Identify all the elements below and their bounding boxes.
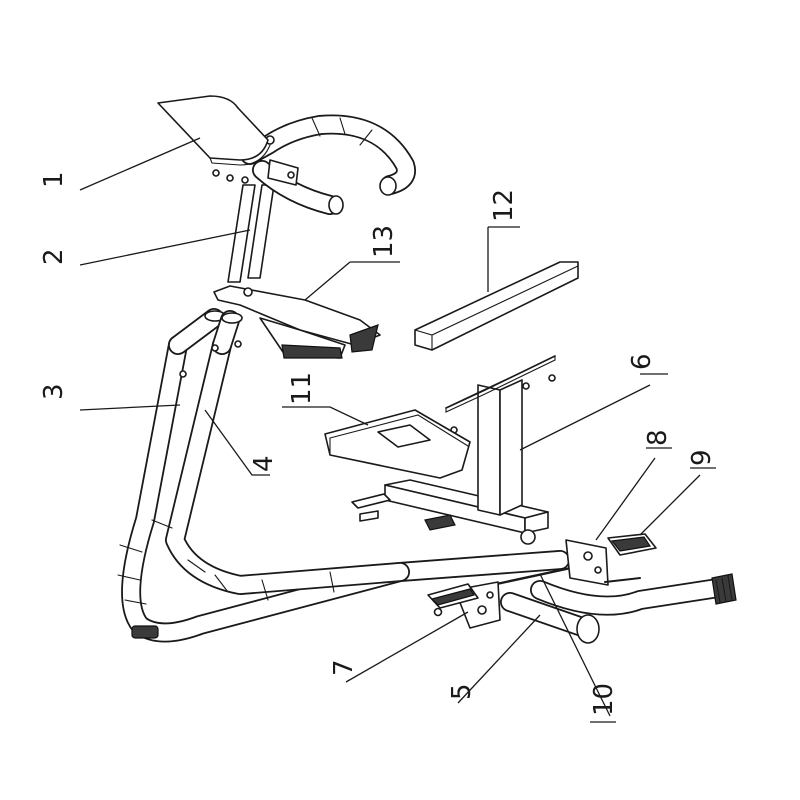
callout-5: 5 xyxy=(447,683,477,700)
chest-pad-part-1 xyxy=(157,95,271,166)
callout-13: 13 xyxy=(369,225,399,258)
callout-12: 12 xyxy=(489,189,519,222)
callout-8: 8 xyxy=(643,429,673,446)
seat-post-assembly-part-6 xyxy=(351,355,556,545)
callout-labels: 1 2 3 4 5 6 7 8 9 10 11 12 13 xyxy=(39,171,717,716)
right-pedal-part-9 xyxy=(604,533,657,583)
seat-pad-part-12 xyxy=(414,261,579,351)
callout-leaders xyxy=(79,137,716,723)
fork-tubes-part-2 xyxy=(227,184,275,283)
side-rail-tube xyxy=(530,573,737,616)
callout-1: 1 xyxy=(39,171,69,188)
left-pedal-bracket-part-7 xyxy=(427,581,501,629)
upright-tube-part-4 xyxy=(179,310,243,378)
callout-10: 10 xyxy=(589,683,619,716)
callout-9: 9 xyxy=(687,449,717,466)
main-frame-tube xyxy=(117,335,570,643)
callout-3: 3 xyxy=(39,383,69,400)
callout-11: 11 xyxy=(287,372,317,405)
callout-6: 6 xyxy=(627,353,657,370)
knee-bracket-part-13 xyxy=(213,285,381,359)
callout-7: 7 xyxy=(329,659,359,676)
footrest-pad-part-11 xyxy=(324,409,471,479)
callout-4: 4 xyxy=(249,455,279,472)
front-crossbar-part-5 xyxy=(500,592,600,644)
right-pedal-bracket-part-8 xyxy=(565,539,609,586)
handlebar-assembly xyxy=(212,114,416,215)
callout-2: 2 xyxy=(39,248,69,265)
